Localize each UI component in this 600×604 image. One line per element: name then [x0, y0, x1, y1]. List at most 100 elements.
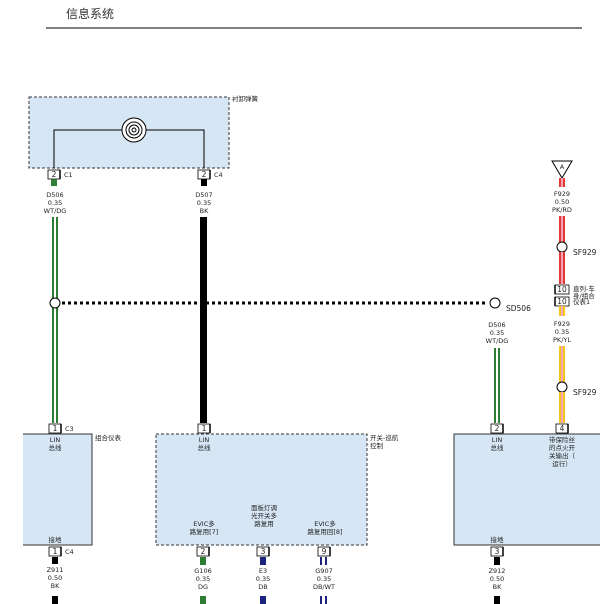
- svg-text:F929: F929: [554, 320, 570, 328]
- svg-text:F929: F929: [554, 190, 570, 198]
- switch-module-block: 开关-巡航 控制 LIN 总线 EVIC多 路复用[7] 面板灯调 光开关多 路…: [155, 433, 399, 546]
- svg-text:0.35: 0.35: [555, 328, 569, 336]
- svg-text:Z912: Z912: [489, 567, 506, 575]
- svg-text:9: 9: [322, 547, 327, 556]
- svg-text:3: 3: [495, 547, 500, 556]
- svg-text:接地: 接地: [491, 535, 505, 544]
- page-title: 信息系统: [66, 6, 114, 21]
- ground-triangle: A: [551, 160, 573, 179]
- svg-text:1: 1: [202, 424, 207, 433]
- connector-right-pin2: 2: [490, 423, 504, 434]
- wire-z911: [52, 596, 58, 604]
- wire-z912: [494, 596, 500, 604]
- svg-text:E3: E3: [259, 567, 267, 575]
- svg-text:总线: 总线: [198, 443, 212, 452]
- svg-text:0.35: 0.35: [196, 575, 210, 583]
- svg-text:2: 2: [495, 424, 500, 433]
- svg-text:LIN: LIN: [492, 436, 503, 444]
- wire-f929-yellow-c: [559, 392, 565, 423]
- svg-text:EVIC多: EVIC多: [314, 519, 336, 528]
- wire-label-z911: Z911 0.50 BK: [47, 566, 64, 590]
- svg-text:LIN: LIN: [50, 436, 61, 444]
- splice-sf929-bottom: [556, 381, 568, 393]
- wire-g106: [200, 596, 206, 604]
- svg-text:0.50: 0.50: [555, 198, 569, 206]
- svg-text:1: 1: [53, 424, 58, 433]
- svg-text:0.50: 0.50: [48, 574, 62, 582]
- svg-text:Z911: Z911: [47, 566, 64, 574]
- svg-text:总线: 总线: [491, 443, 505, 452]
- svg-text:运行）: 运行）: [552, 459, 572, 468]
- svg-text:DB/WT: DB/WT: [313, 583, 335, 591]
- connector-switch-lin: 1: [197, 423, 211, 434]
- svg-text:总线: 总线: [49, 443, 63, 452]
- svg-text:WT/DG: WT/DG: [486, 337, 509, 345]
- svg-text:接地: 接地: [49, 535, 63, 544]
- svg-text:路复用[7]: 路复用[7]: [190, 527, 219, 536]
- wire-d507: [200, 217, 207, 423]
- wire-e3: [260, 596, 266, 604]
- wire-label-d507: D507 0.35 BK: [195, 191, 212, 215]
- svg-text:G106: G106: [194, 567, 211, 575]
- clockspring-label: 衬卸弹簧: [232, 94, 259, 103]
- connector-c1: 2 C1: [47, 169, 73, 180]
- wire-f929-red-2: [559, 252, 565, 284]
- clockspring-icon: [121, 117, 147, 143]
- svg-text:1: 1: [53, 547, 58, 556]
- svg-text:0.35: 0.35: [48, 199, 62, 207]
- connector-switch-pin3: 3: [256, 546, 270, 557]
- svg-text:直列-车身/组合: 直列-车身/组合: [573, 284, 595, 300]
- svg-text:的点火开: 的点火开: [549, 443, 576, 452]
- connector-switch-pin2: 2: [196, 546, 210, 557]
- svg-text:0.35: 0.35: [256, 575, 270, 583]
- svg-text:WT/DG: WT/DG: [44, 207, 67, 215]
- wire-label-z912: Z912 0.50 BK: [489, 567, 506, 591]
- svg-text:D506: D506: [488, 321, 505, 329]
- wire-d506-right: [494, 348, 500, 423]
- splice-sf929-top: [556, 241, 568, 253]
- svg-text:带保险丝: 带保险丝: [549, 435, 576, 444]
- svg-text:D506: D506: [46, 191, 63, 199]
- svg-text:关输出（: 关输出（: [549, 451, 576, 460]
- svg-text:2: 2: [52, 170, 57, 179]
- svg-text:面板灯调: 面板灯调: [251, 503, 277, 512]
- svg-text:DB: DB: [258, 583, 267, 591]
- wire-g907: [320, 596, 327, 604]
- svg-text:BK: BK: [200, 207, 209, 215]
- wire-label-e3: E3 0.35 DB: [256, 567, 270, 591]
- svg-text:G907: G907: [315, 567, 332, 575]
- connector-right-pin4: 4: [555, 423, 569, 434]
- clockspring-block: 衬卸弹簧: [28, 94, 259, 169]
- wire-label-f929-mid: F929 0.35 PK/YL: [553, 320, 571, 344]
- svg-text:DG: DG: [198, 583, 208, 591]
- svg-text:10: 10: [557, 297, 567, 306]
- svg-text:0.35: 0.35: [317, 575, 331, 583]
- connector-c3: 1 C3: [48, 423, 74, 434]
- svg-text:2: 2: [202, 170, 207, 179]
- svg-text:路复用: 路复用: [254, 519, 274, 528]
- svg-text:3: 3: [261, 547, 266, 556]
- svg-text:BK: BK: [51, 582, 60, 590]
- wire-label-d506-right: D506 0.35 WT/DG: [486, 321, 509, 345]
- inline-connector-10: 10 10 直列-车身/组合 仪表1: [554, 284, 595, 307]
- svg-text:路复用回[8]: 路复用回[8]: [307, 527, 342, 536]
- svg-text:4: 4: [560, 424, 565, 433]
- svg-text:C1: C1: [64, 171, 73, 179]
- splice-sd506-label: SD506: [506, 304, 531, 313]
- wire-f929-yellow-a: [559, 306, 565, 316]
- svg-text:EVIC多: EVIC多: [193, 519, 215, 528]
- wire-label-d506-top: D506 0.35 WT/DG: [44, 191, 67, 215]
- svg-text:D507: D507: [195, 191, 212, 199]
- wire-f929-yellow-b: [559, 346, 565, 382]
- svg-text:10: 10: [557, 285, 567, 294]
- svg-text:0.35: 0.35: [197, 199, 211, 207]
- cluster-block: 组合仪表 LIN 总线 接地: [23, 433, 122, 546]
- svg-text:C4: C4: [214, 171, 223, 179]
- svg-text:C4: C4: [65, 548, 74, 556]
- svg-text:A: A: [560, 163, 565, 171]
- connector-c4-bottom: 1 C4: [48, 546, 74, 557]
- right-module-block: LIN 总线 带保险丝 的点火开 关输出（ 运行） 接地: [453, 433, 600, 546]
- splice-sd506: [489, 297, 501, 309]
- svg-text:0.35: 0.35: [490, 329, 504, 337]
